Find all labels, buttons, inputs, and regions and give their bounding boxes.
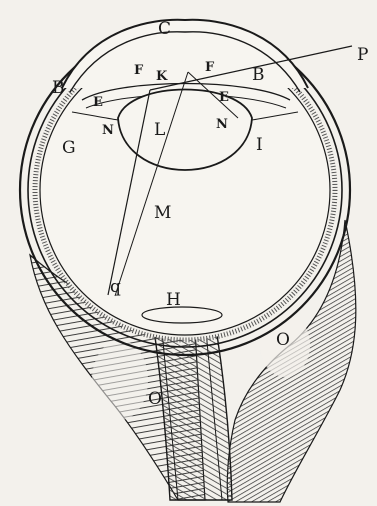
label-n-left: N [102,123,114,138]
retina-inner [40,45,330,335]
label-o-right: O [276,330,290,350]
label-g: G [62,138,76,158]
left-muscle-highlight [92,340,148,420]
label-b-left: B [52,78,65,98]
label-c: C [158,19,171,39]
label-h: H [166,290,181,310]
label-f-right: F [205,60,215,75]
label-l: L [154,120,165,140]
label-m: M [154,203,171,223]
cornea [62,20,308,88]
label-i: I [256,135,263,155]
label-o-left: O [148,389,162,409]
label-e-right: E [219,90,229,105]
optic-disc [142,307,222,323]
label-k: K [156,69,168,84]
label-e-left: E [93,95,103,110]
label-p: P [357,45,368,65]
label-b-right: B [252,65,265,85]
label-q: q [110,277,121,297]
label-n-right: N [216,117,228,132]
label-f-left: F [134,63,144,78]
